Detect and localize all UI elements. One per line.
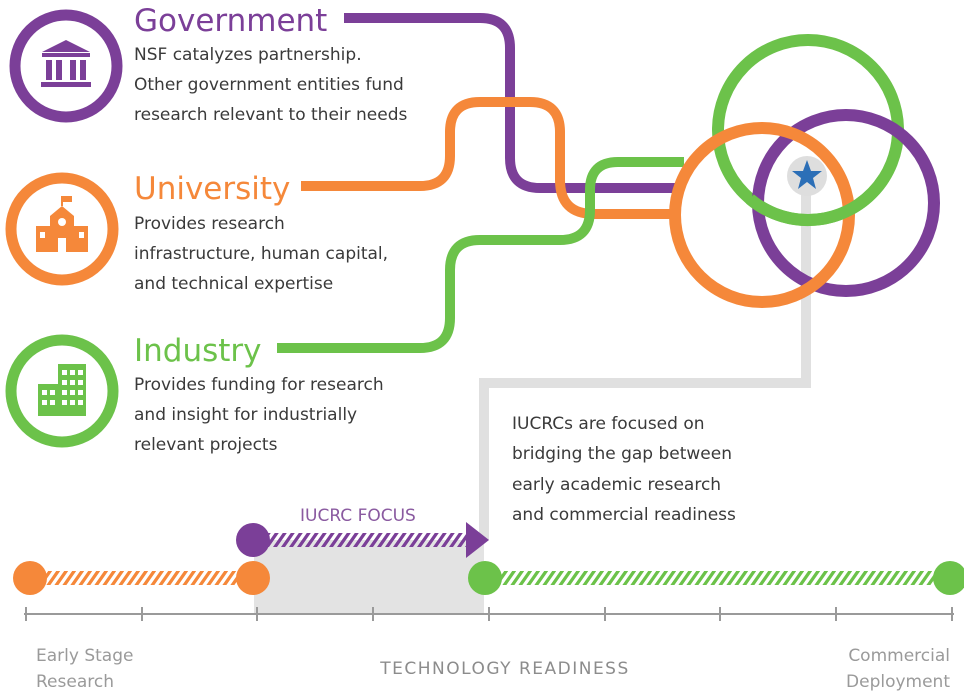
university-connector-line: [301, 97, 680, 219]
industry-desc-line-3: relevant projects: [134, 435, 278, 455]
industry-desc-line-1: Provides funding for research: [134, 375, 384, 395]
iucrc-desc-line-3: early academic research: [512, 475, 721, 495]
school-icon: [36, 196, 88, 252]
early-research-bar: [30, 571, 252, 585]
axis-left-label-line-1: Early Stage: [36, 646, 133, 666]
readiness-axis: [24, 607, 954, 621]
industry-title: Industry: [134, 333, 262, 369]
axis-title: TECHNOLOGY READINESS: [379, 659, 630, 679]
axis-right-label-line-2: Deployment: [846, 672, 950, 692]
government-badge: [9, 9, 123, 123]
university-desc-line-3: and technical expertise: [134, 274, 333, 294]
focus-band: [254, 540, 484, 614]
axis-right-label-line-1: Commercial: [848, 646, 950, 666]
iucrc-desc-line-4: and commercial readiness: [512, 505, 736, 525]
university-desc-line-1: Provides research: [134, 214, 285, 234]
industry-circle-overlap-arc: [746, 174, 890, 227]
early-end-node: [236, 561, 270, 595]
iucrc-focus-label: IUCRC FOCUS: [300, 506, 416, 526]
government-desc-line-3: research relevant to their needs: [134, 105, 407, 125]
iucrc-desc-line-1: IUCRCs are focused on: [512, 414, 705, 434]
university-desc-line-2: infrastructure, human capital,: [134, 244, 388, 264]
industry-badge: [5, 334, 119, 448]
government-desc-line-1: NSF catalyzes partnership.: [134, 45, 362, 65]
focus-arrow-bar: [254, 533, 468, 547]
industry-desc-line-2: and insight for industrially: [134, 405, 357, 425]
commercial-bar: [486, 571, 952, 585]
star-icon: [792, 160, 822, 189]
government-desc-line-2: Other government entities fund: [134, 75, 404, 95]
bank-icon: [41, 40, 91, 87]
focus-start-node: [236, 523, 270, 557]
university-badge: [5, 172, 119, 286]
focus-arrow-head: [466, 522, 489, 558]
office-building-icon: [38, 364, 86, 416]
commercial-end-node: [933, 561, 964, 595]
government-title: Government: [134, 3, 327, 39]
axis-left-label-line-2: Research: [36, 672, 114, 692]
commercial-start-node: [468, 561, 502, 595]
iucrc-desc-line-2: bridging the gap between: [512, 444, 732, 464]
industry-connector-line: [277, 157, 684, 353]
early-start-node: [13, 561, 47, 595]
university-title: University: [134, 171, 290, 207]
